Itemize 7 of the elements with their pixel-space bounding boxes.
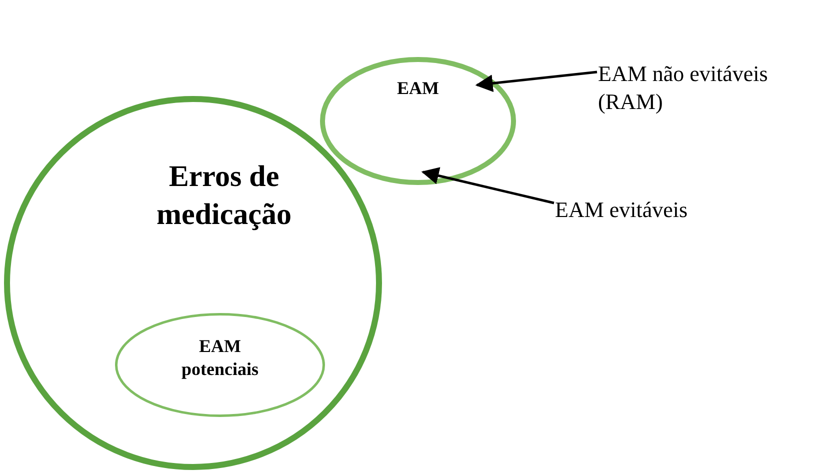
arrow <box>475 70 598 92</box>
node-label: EAM <box>396 77 440 100</box>
node-label: Erros de medicação <box>156 159 292 232</box>
node-label: EAM não evitáveis (RAM) <box>598 60 769 115</box>
node-label: EAM evitáveis <box>555 196 689 224</box>
arrow <box>421 167 554 204</box>
node-label: EAM potenciais <box>180 335 260 380</box>
